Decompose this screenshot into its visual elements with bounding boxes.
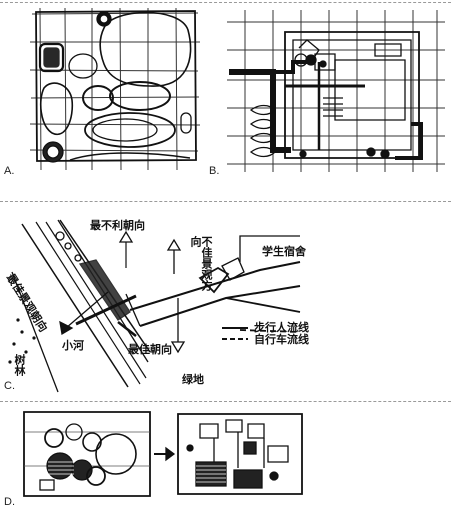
option-b-sketch — [215, 0, 451, 180]
poor-view-label: 不佳景观方向 — [189, 236, 213, 291]
option-d-sketch — [0, 402, 451, 512]
top-divider — [0, 2, 451, 3]
worst-orientation-label: 最不利朝向 — [90, 219, 145, 232]
river-label: 小河 — [62, 339, 84, 352]
divider-ab-c — [0, 201, 451, 202]
option-c-sketch: 最不利朝向 不佳景观方向 学生宿舍 最佳景观朝向 最佳朝向 小河 树林 绿地 步… — [0, 202, 451, 400]
legend-pedestrian-label: 步行人流线 — [254, 321, 309, 334]
option-d-label: D. — [4, 496, 15, 508]
option-b-label: B. — [209, 165, 220, 177]
dormitory-label: 学生宿舍 — [262, 245, 306, 258]
best-orientation-label: 最佳朝向 — [128, 343, 172, 356]
green-space-label: 绿地 — [182, 373, 204, 386]
woods-label: 树林 — [13, 354, 26, 376]
option-a-label: A. — [4, 165, 15, 177]
option-c-label: C. — [4, 380, 15, 392]
legend-bicycle-label: 自行车流线 — [254, 333, 309, 346]
divider-c-d — [0, 401, 451, 402]
option-a-sketch — [0, 0, 210, 180]
